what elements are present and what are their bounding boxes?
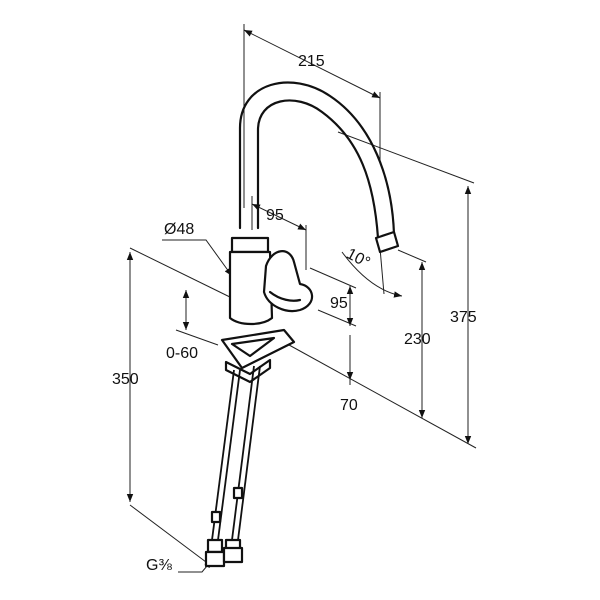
- angle-ref-line: [379, 247, 385, 295]
- lever-detail: [268, 290, 302, 302]
- hose-right-b: [237, 365, 261, 541]
- label-connection: G⅜: [146, 557, 172, 574]
- label-lever-offset: 95: [266, 207, 284, 224]
- label-body-diameter: Ø48: [164, 221, 194, 238]
- body-collar: [230, 236, 270, 254]
- leader-body-diameter: [162, 239, 233, 277]
- label-spout-reach: 215: [298, 53, 325, 70]
- dim-line-spout-reach: [243, 29, 381, 99]
- hose-fitting-left: [206, 538, 224, 554]
- mounting-nut: [224, 358, 272, 384]
- ext-line-body-top: [129, 247, 237, 301]
- label-hose-length: 350: [112, 371, 139, 388]
- label-deck-thickness: 0-60: [166, 345, 198, 362]
- ext-line-lever-top: [309, 267, 357, 289]
- label-base-offset: 70: [340, 397, 358, 414]
- label-lever-height: 95: [330, 295, 348, 312]
- spout-outlet: [374, 230, 400, 254]
- ext-line-deck: [175, 329, 219, 346]
- ext-line-outlet: [397, 249, 427, 263]
- dim-line-lever-offset: [251, 203, 307, 231]
- label-spout-height: 230: [404, 331, 431, 348]
- label-spout-angle: 10°: [343, 245, 372, 271]
- hoses: [204, 365, 261, 568]
- hose-left-b: [217, 369, 241, 541]
- hose-right-a: [231, 365, 255, 541]
- hose-nut-right: [222, 546, 244, 564]
- mounting-base-cutout: [230, 336, 276, 358]
- faucet: [220, 81, 400, 384]
- hose-nut-left: [204, 550, 226, 568]
- ext-line-spout-top: [337, 131, 475, 184]
- hose-crimp-left: [210, 510, 222, 524]
- ext-line-hose-bottom: [129, 504, 211, 566]
- spout-inner: [256, 99, 380, 240]
- body-cylinder: [228, 250, 274, 326]
- label-total-height: 375: [450, 309, 477, 326]
- dim-arc-spout-angle: [341, 251, 403, 298]
- ext-line-base: [279, 339, 477, 449]
- hose-crimp-right: [232, 486, 244, 500]
- spout-outer: [238, 81, 396, 236]
- lever-handle: [262, 250, 314, 313]
